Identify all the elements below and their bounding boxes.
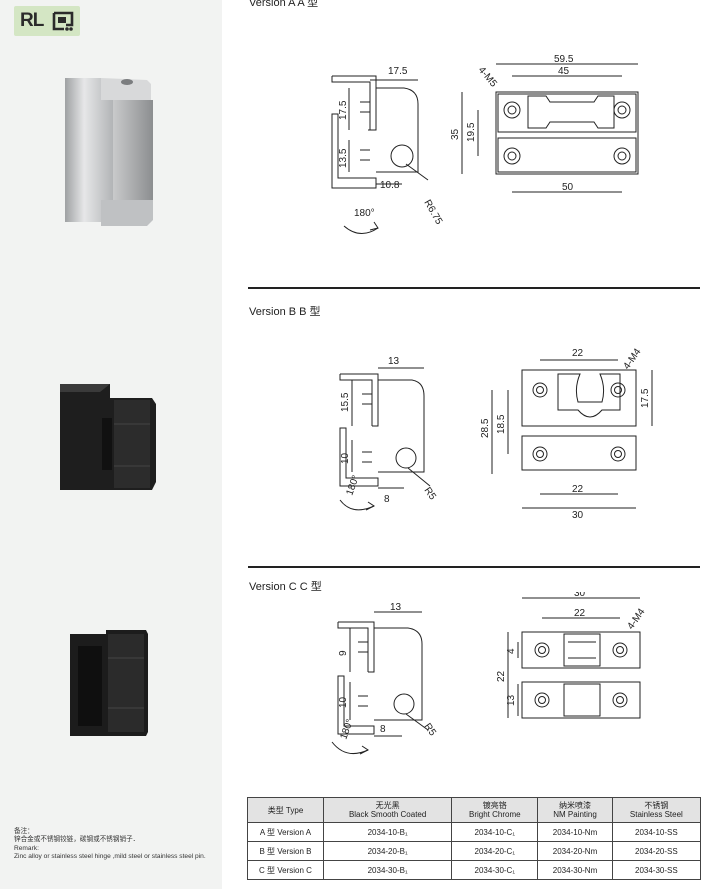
remark-note: 备注： 锌合金或不锈钢铰链，碳钢或不锈钢销子． Remark: Zinc all… — [14, 828, 219, 861]
dim-b-1: 13 — [388, 356, 400, 367]
dim-b-4: 8 — [384, 494, 390, 505]
table-cell: 2034-30-C₁ — [451, 860, 539, 880]
dim-c-12: 13 — [506, 694, 517, 706]
dim-b-9: 28.5 — [480, 418, 491, 438]
dim-a-8: 45 — [558, 66, 570, 77]
dim-b-3: 10 — [340, 452, 351, 464]
dim-a-3: 13.5 — [338, 148, 349, 168]
version-b-title: Version B B 型 — [249, 306, 321, 318]
table-cell: 2034-20-B₁ — [322, 841, 453, 861]
dim-b-2: 15.5 — [340, 392, 351, 412]
table-cell: 2034-20-SS — [611, 841, 702, 861]
dim-b-12: 22 — [572, 484, 584, 495]
hinge-photo-black — [60, 384, 156, 490]
table-cell: 2034-10-Nm — [537, 822, 613, 842]
dim-c-4: 8 — [380, 724, 386, 735]
table-cell: A 型 Version A — [247, 822, 324, 842]
section-divider-ab — [248, 287, 700, 289]
table-cell: 2034-10-B₁ — [322, 822, 453, 842]
version-a-title: Version A A 型 — [249, 0, 319, 9]
sidebar: RL — [0, 0, 222, 889]
section-divider-bc — [248, 566, 700, 568]
version-c-title: Version C C 型 — [249, 581, 322, 593]
dim-c-5: R5 — [422, 721, 439, 738]
table-row: C 型 Version C 2034-30-B₁ 2034-30-C₁ 2034… — [247, 860, 702, 880]
dim-c-10: 4 — [506, 648, 517, 654]
table-cell: 2034-20-Nm — [537, 841, 613, 861]
table-cell: 2034-30-B₁ — [322, 860, 453, 880]
dim-b-10: 18.5 — [496, 414, 507, 434]
dim-b-13: 30 — [572, 510, 584, 520]
dim-a-1: 17.5 — [388, 66, 408, 77]
dim-c-8: 22 — [574, 608, 586, 619]
dim-a-5: R6.75 — [421, 198, 444, 227]
drawing-version-b: 13 15.5 10 8 R5 180° 22 4-M4 28.5 18.5 1… — [339, 346, 653, 520]
remark-label-cn: 备注： — [14, 828, 34, 835]
dim-a-2: 17.5 — [338, 100, 349, 120]
dim-b-7: 22 — [572, 348, 584, 359]
dim-c-11: 22 — [496, 670, 507, 682]
table-cell: 2034-20-C₁ — [451, 841, 539, 861]
table-row: B 型 Version B 2034-20-B₁ 2034-20-C₁ 2034… — [247, 841, 702, 861]
remark-label-en: Remark: — [14, 844, 39, 852]
table-header-type: 类型 Type — [247, 797, 324, 823]
table-cell: 2034-30-SS — [611, 860, 702, 880]
dim-c-1: 13 — [390, 602, 402, 613]
dim-a-4: 10.8 — [380, 180, 400, 191]
dim-c-2: 9 — [338, 650, 349, 656]
hinge-photo-black-slim — [70, 630, 148, 736]
dim-b-8: 4-M4 — [621, 346, 643, 371]
table-cell: 2034-10-SS — [611, 822, 702, 842]
dim-c-3: 10 — [338, 696, 349, 708]
dim-b-5: R5 — [422, 485, 439, 502]
table-cell: B 型 Version B — [247, 841, 324, 861]
dim-b-11: 17.5 — [640, 388, 651, 408]
dim-a-9: 4-M5 — [476, 65, 499, 90]
cart-frame-icon — [52, 11, 74, 31]
dim-c-6: 180° — [338, 718, 355, 741]
dim-c-7: 30 — [574, 592, 586, 599]
dim-a-10: 35 — [450, 128, 461, 140]
brand-logo: RL — [14, 6, 80, 36]
dim-c-9: 4-M4 — [625, 606, 647, 631]
table-cell: C 型 Version C — [247, 860, 324, 880]
table-cell: 2034-10-C₁ — [451, 822, 539, 842]
drawing-version-c: 13 9 10 8 R5 180° 30 22 4-M4 4 22 13 — [331, 592, 648, 755]
logo-text: RL — [20, 10, 44, 31]
dim-a-6: 180° — [354, 208, 375, 219]
drawing-version-a: 17.5 17.5 13.5 10.8 R6.75 180° 59.5 45 4… — [331, 54, 639, 234]
hinge-photo-silver — [65, 78, 153, 226]
remark-text-en: Zinc alloy or stainless steel hinge ,mil… — [14, 852, 206, 860]
table-cell: 2034-30-Nm — [537, 860, 613, 880]
table-row: A 型 Version A 2034-10-B₁ 2034-10-C₁ 2034… — [247, 822, 702, 842]
dim-b-6: 180° — [344, 474, 361, 497]
remark-text-cn: 锌合金或不锈钢铰链，碳钢或不锈钢销子． — [14, 836, 140, 844]
dim-a-11: 19.5 — [466, 122, 477, 142]
dim-a-7: 59.5 — [554, 54, 574, 65]
dim-a-12: 50 — [562, 182, 574, 193]
